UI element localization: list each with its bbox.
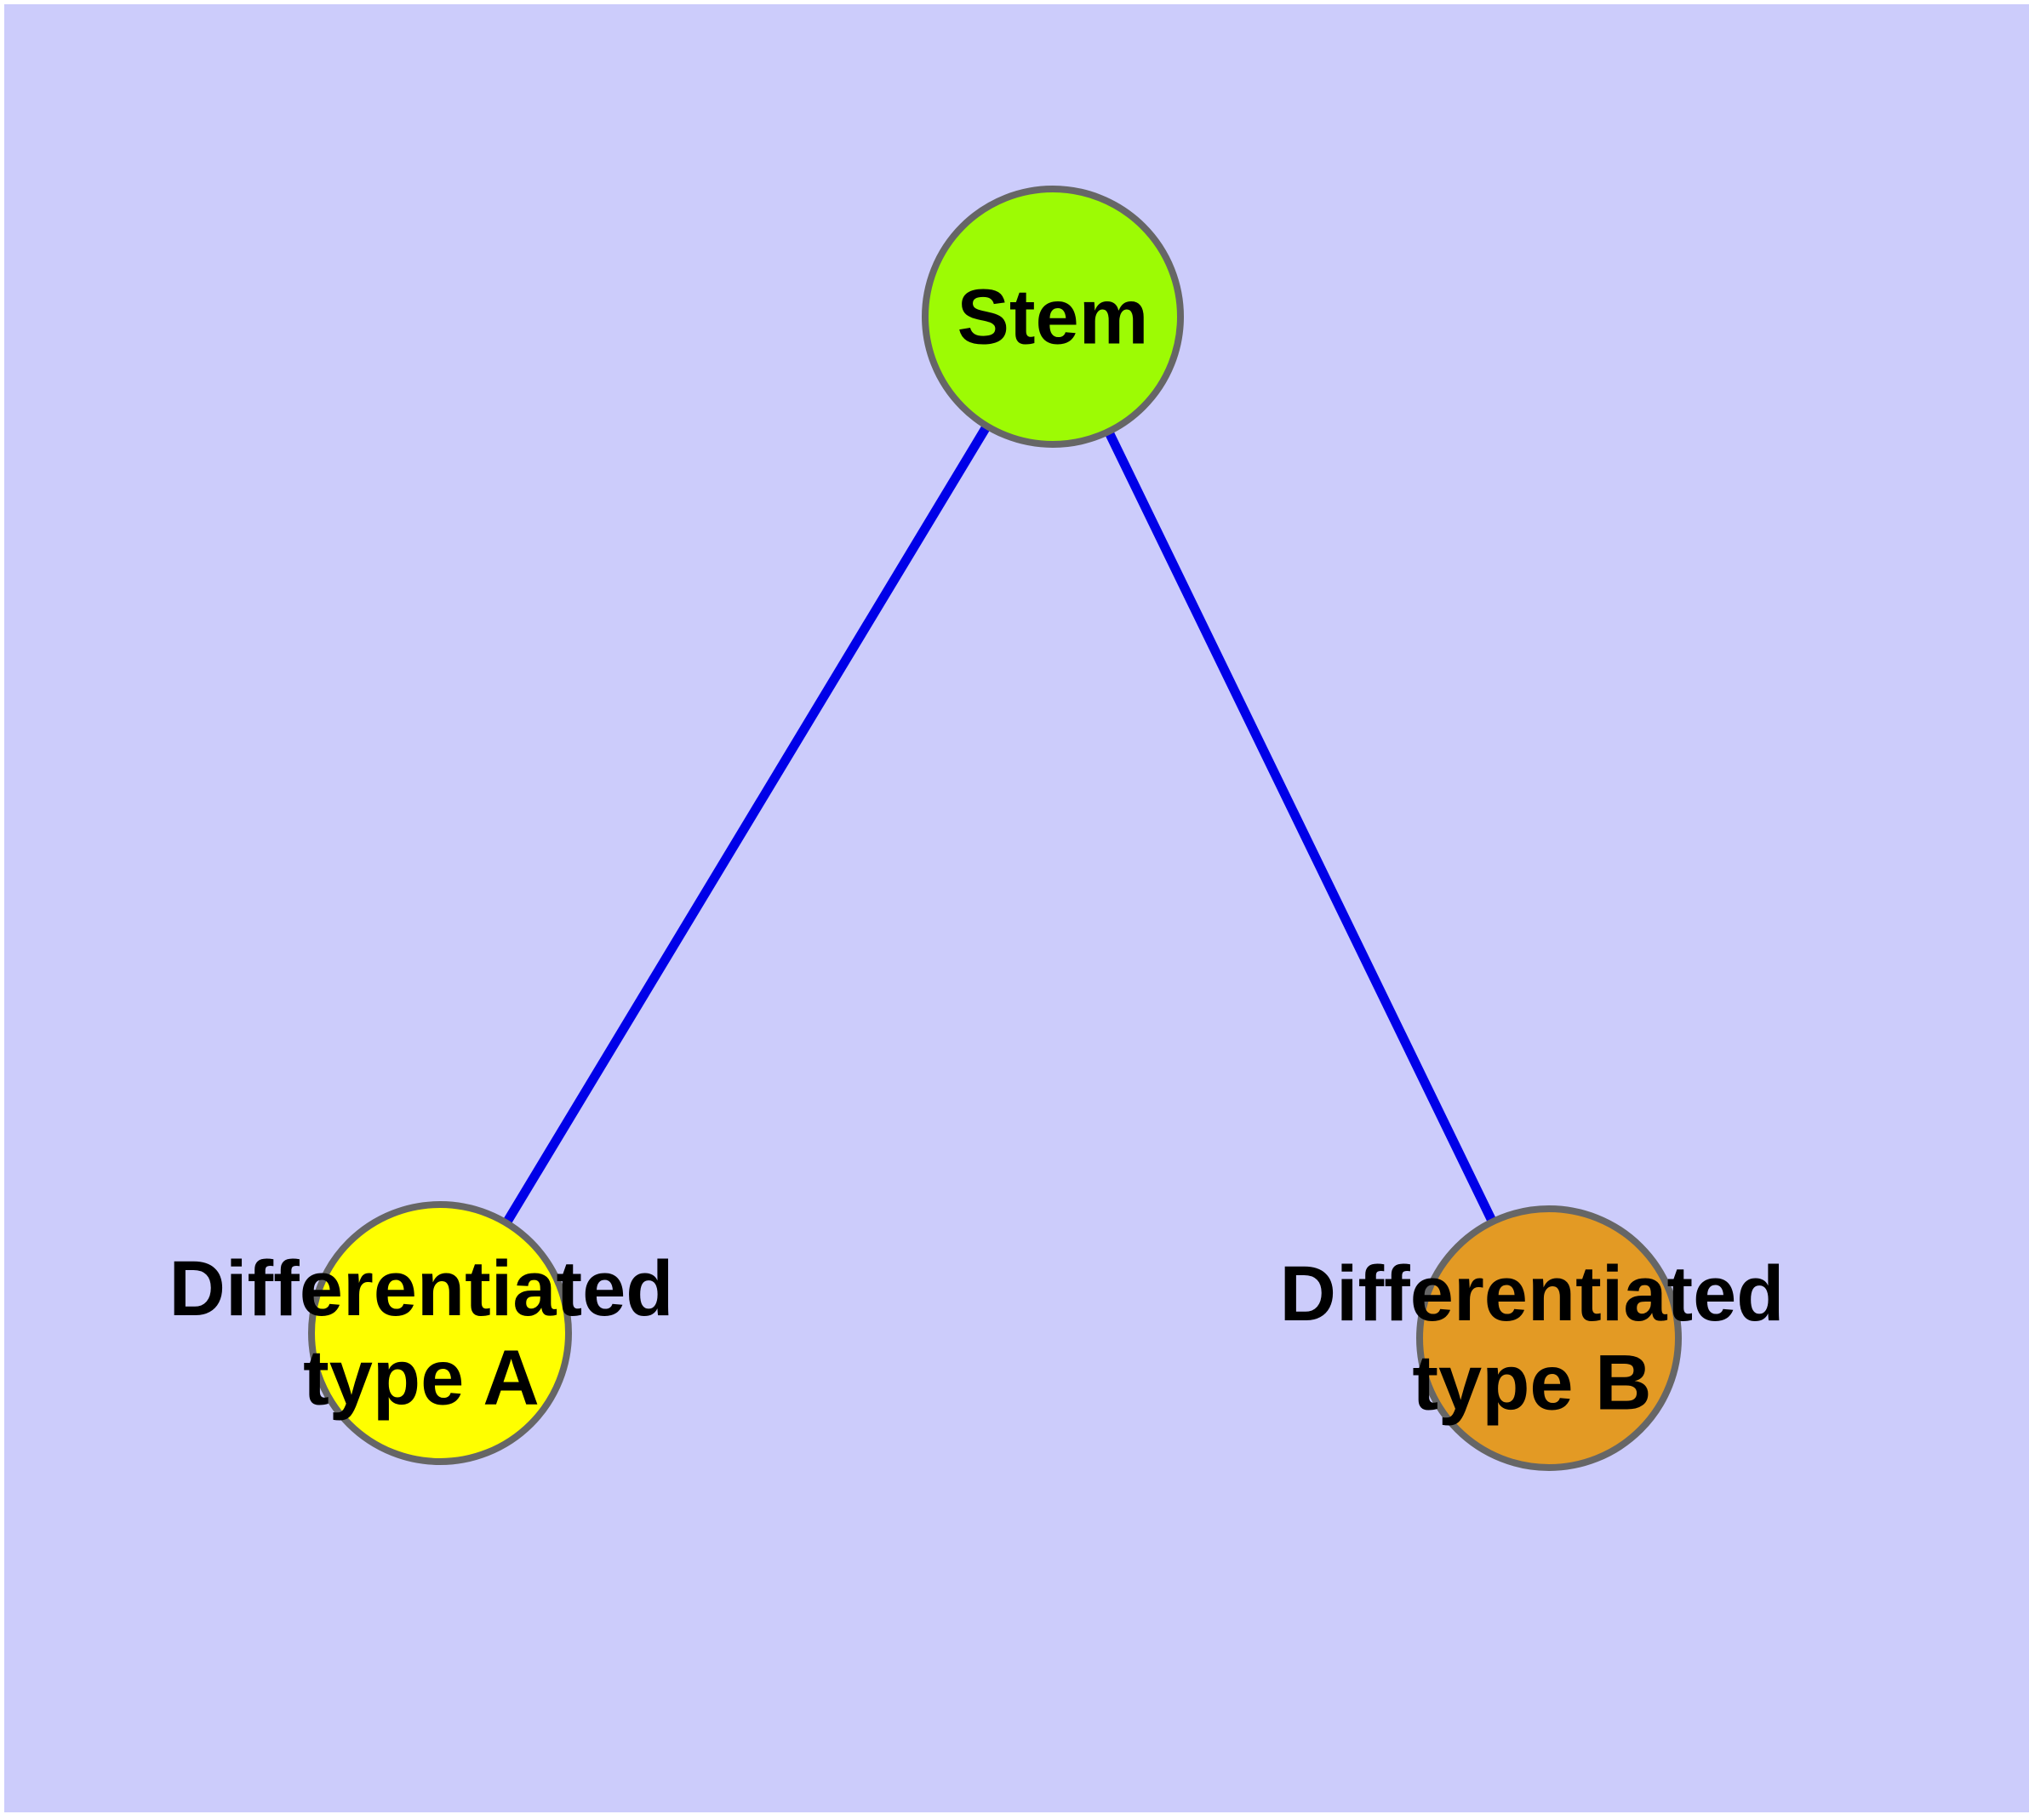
edge-layer <box>436 314 1553 1341</box>
edge-stem-to-differentiated-type-b[interactable] <box>1049 314 1553 1341</box>
node-label-line: type A <box>303 1335 540 1422</box>
node-stem[interactable] <box>922 186 1184 448</box>
node-layer <box>308 186 1682 1471</box>
node-label-line: Differentiated <box>1280 1251 1785 1337</box>
edge-stem-to-differentiated-type-a[interactable] <box>436 314 1057 1336</box>
node-label-line: type B <box>1412 1340 1651 1427</box>
node-label-stem: Stem <box>957 273 1149 360</box>
node-label-line: Stem <box>957 273 1149 360</box>
node-label-line: Differentiated <box>169 1245 674 1332</box>
node-differentiated-type-a[interactable] <box>308 1201 572 1465</box>
node-differentiated-type-b[interactable] <box>1416 1205 1682 1471</box>
